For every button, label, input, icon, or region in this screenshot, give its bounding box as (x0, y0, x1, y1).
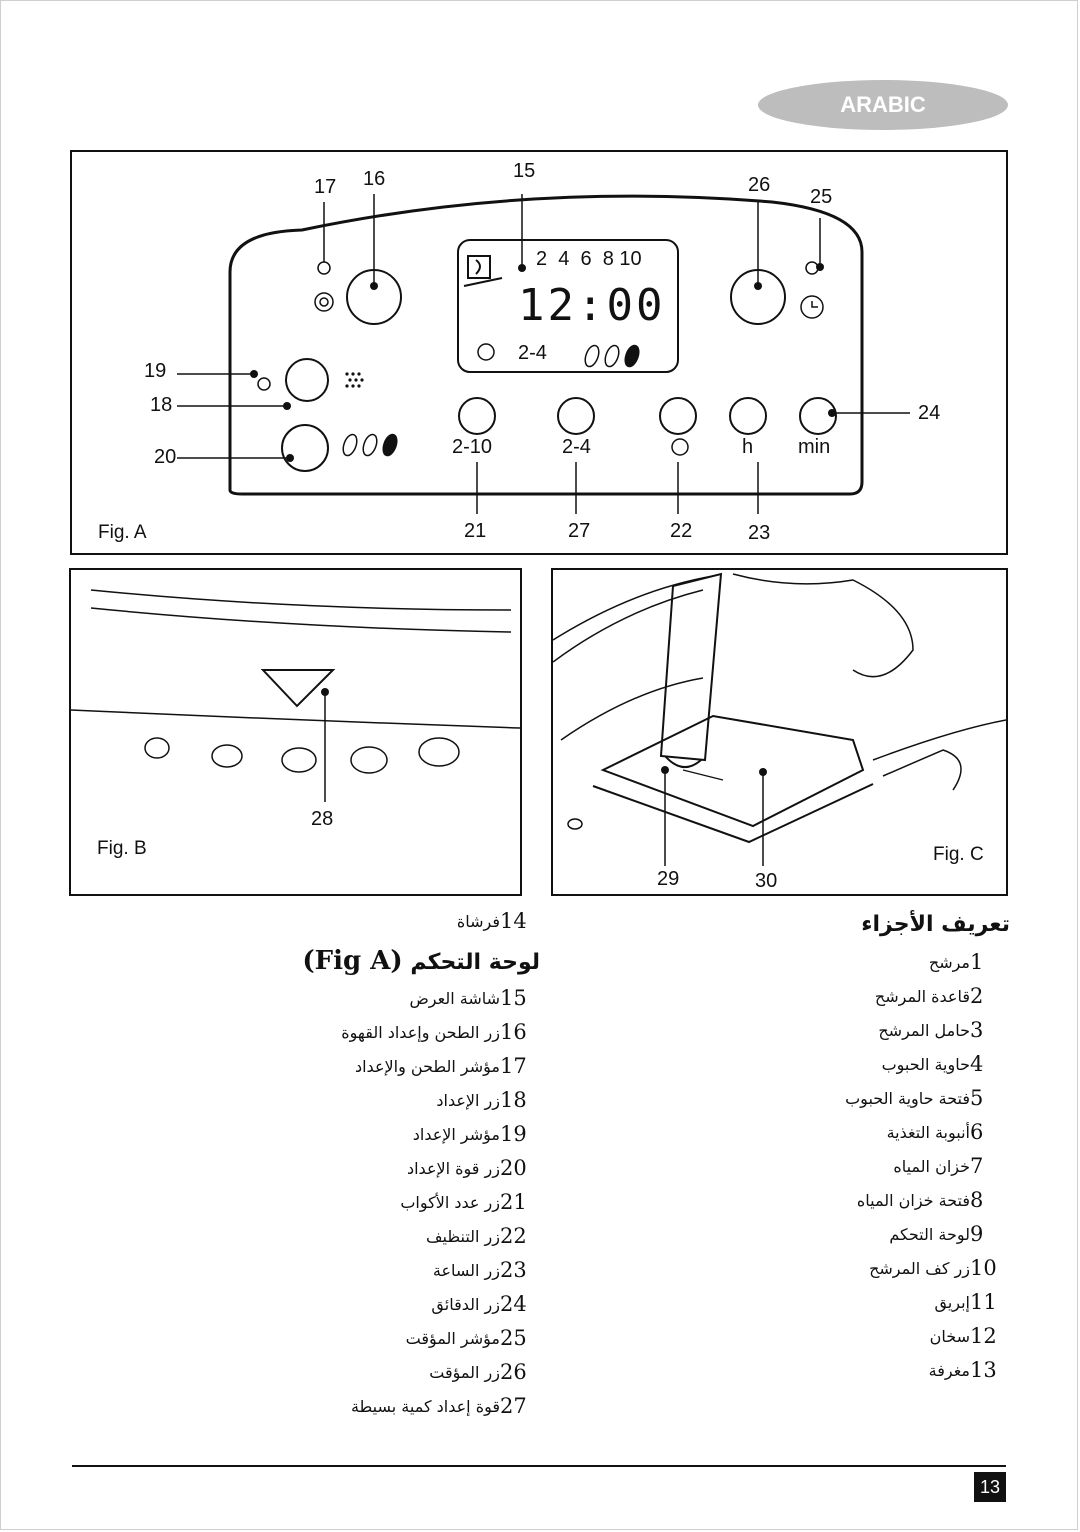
cup-scale: 2 4 6 8 10 (536, 248, 642, 270)
hour-button-label: h (742, 436, 754, 458)
control-panel-heading-ref: (Fig A) (302, 946, 403, 976)
language-tab: ARABIC (758, 80, 1008, 130)
callout-19: 19 (144, 360, 167, 382)
callout-26: 26 (748, 174, 771, 196)
fig-b-panel: 28 Fig. B (69, 568, 522, 896)
footer-rule (72, 1465, 1006, 1467)
callout-30: 30 (755, 870, 778, 892)
mode-readout: 2-4 (518, 342, 547, 364)
callout-18: 18 (150, 394, 173, 416)
callout-29: 29 (657, 868, 680, 890)
fig-c-panel: 29 30 Fig. C (551, 568, 1008, 896)
control-panel-heading: لوحة التحكم (Fig A) (270, 946, 540, 976)
fig-b-label: Fig. B (97, 838, 147, 859)
fig-c-drawing (553, 572, 1006, 866)
callout-17: 17 (314, 176, 337, 198)
minute-button-label: min (798, 436, 831, 458)
fig-b-drawing (71, 589, 520, 802)
clock-display: 12:00 (518, 280, 666, 331)
fig-a-panel: 17 16 15 26 25 19 18 20 24 21 27 22 23 2… (70, 150, 1008, 555)
fig-c-label: Fig. C (933, 844, 984, 865)
callout-15: 15 (513, 160, 536, 182)
fig-a-label: Fig. A (98, 522, 147, 543)
parts-heading: تعريف الأجزاء (861, 912, 1010, 937)
callout-23: 23 (748, 522, 771, 544)
callout-27: 27 (568, 520, 591, 542)
callout-20: 20 (154, 446, 177, 468)
cups-button-label: 2-10 (452, 436, 493, 458)
page-number: 13 (974, 1472, 1006, 1502)
callout-28: 28 (311, 808, 334, 830)
control-panel-drawing (177, 194, 910, 514)
small-batch-button-label: 2-4 (562, 436, 591, 458)
callout-21: 21 (464, 520, 487, 542)
callout-16: 16 (363, 168, 386, 190)
callout-25: 25 (810, 186, 833, 208)
control-panel-heading-text: لوحة التحكم (410, 950, 540, 975)
callout-22: 22 (670, 520, 693, 542)
callout-24: 24 (918, 402, 941, 424)
